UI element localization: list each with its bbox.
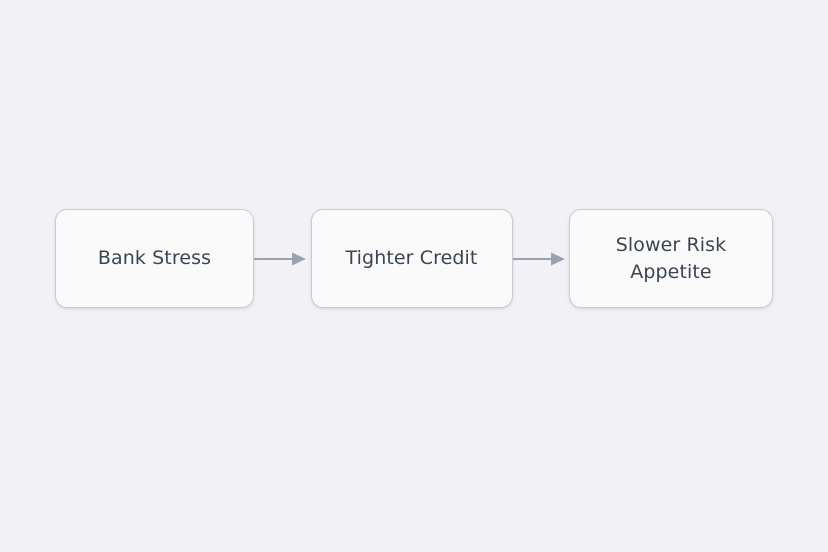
flow-node-label: Bank Stress bbox=[97, 247, 212, 269]
flow-node-label: Tighter Credit bbox=[345, 247, 478, 269]
flow-node-slower-risk-appetite[interactable]: Slower Risk Appetite bbox=[569, 209, 773, 308]
flow-node-tighter-credit[interactable]: Tighter Credit bbox=[310, 209, 513, 308]
arrow-right-icon bbox=[254, 252, 307, 265]
flow-chain: Bank Stress Tighter Credit Slower Risk A… bbox=[55, 209, 773, 308]
arrow-right-icon bbox=[512, 252, 565, 265]
flow-node-label: Slower Risk Appetite bbox=[615, 233, 727, 283]
flow-node-bank-stress[interactable]: Bank Stress bbox=[55, 209, 254, 308]
